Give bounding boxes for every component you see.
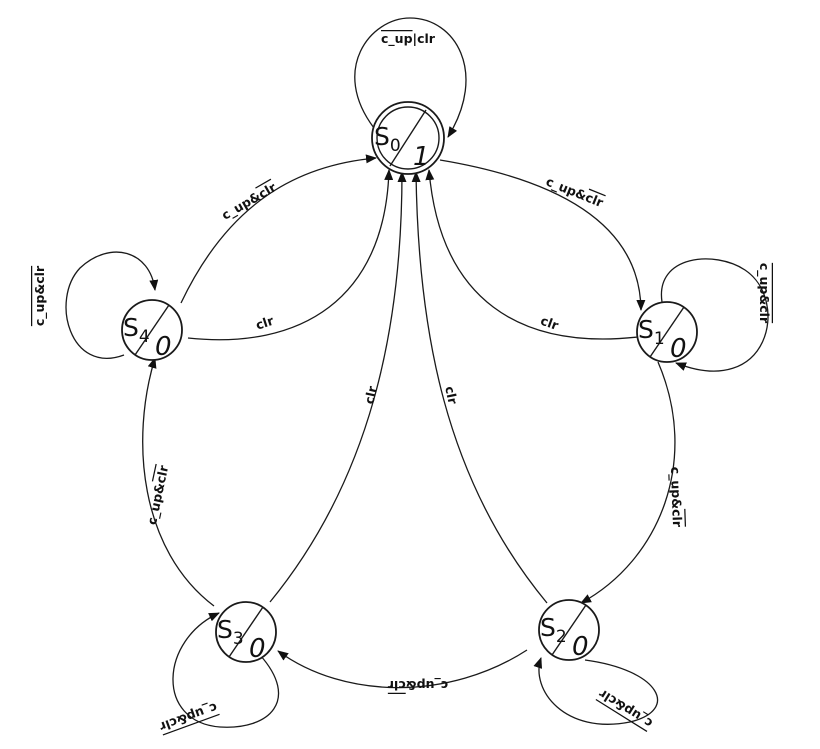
state-s3: S3 0 [215, 601, 277, 664]
label-s1-to-s0-clr: clr [539, 313, 562, 333]
label-segment: clr [669, 509, 685, 528]
state-s2-output: 0 [572, 632, 589, 662]
edge-s3-to-s0-clr [269, 171, 407, 603]
label-segment: c_up&clr [157, 699, 220, 735]
label-s2-to-s3: c_up&clr [387, 677, 448, 693]
state-s4-output: 0 [155, 332, 172, 362]
state-s2: S2 0 [538, 599, 600, 662]
state-s4: S4 0 [121, 299, 183, 362]
label-segment: clr [539, 313, 562, 333]
edge-s4-self-loop [65, 251, 159, 359]
state-s1-output: 0 [670, 334, 687, 364]
edge-s4-to-s0 [180, 154, 377, 304]
state-s3-output: 0 [249, 634, 266, 664]
label-segment: clr [254, 313, 276, 333]
label-segment: c_up& [406, 677, 449, 693]
edge-s1-to-s2 [580, 361, 676, 604]
label-s4-self: c_up&clr [32, 265, 48, 326]
state-s4-index: 4 [139, 327, 150, 347]
label-segment: c_up& [219, 188, 264, 223]
label-segment: | [413, 31, 418, 46]
svg-text:S0: S0 [374, 122, 401, 156]
state-s0: S0 1 [371, 101, 445, 175]
state-s1: S1 0 [636, 301, 698, 364]
label-segment: c_up&clr [32, 265, 48, 326]
label-s3-to-s0-clr: clr [361, 384, 380, 405]
svg-text:S3: S3 [217, 615, 244, 649]
label-s4-to-s0: c_up&clr [219, 179, 280, 223]
label-s0-self: c_up|clr [381, 31, 436, 47]
state-s3-letter: S [217, 615, 233, 644]
edge-s3-self-loop [172, 612, 280, 728]
state-s0-letter: S [374, 122, 390, 151]
label-segment: clr [442, 385, 461, 406]
state-s4-letter: S [123, 313, 139, 342]
label-segment: c_up& [144, 481, 168, 526]
edge-s1-to-s0-clr [425, 169, 639, 340]
state-s0-index: 0 [390, 136, 401, 156]
label-segment: c_up [381, 31, 413, 47]
edge-s2-to-s3 [277, 649, 528, 689]
label-s4-to-s0-clr: clr [254, 313, 276, 333]
svg-text:S4: S4 [123, 313, 150, 347]
svg-text:S2: S2 [540, 613, 567, 647]
edge-s4-to-s0-clr [187, 169, 394, 341]
label-s1-to-s2: c_up&clr [667, 466, 685, 528]
state-s3-index: 3 [233, 629, 244, 649]
edge-s1-self-loop [660, 258, 769, 372]
state-s1-index: 1 [654, 329, 665, 349]
edge-s0-to-s1 [439, 159, 646, 311]
label-s2-to-s0-clr: clr [442, 385, 461, 406]
label-segment: clr [387, 678, 406, 693]
state-s1-letter: S [638, 315, 654, 344]
edge-s0-self-loop [354, 17, 467, 138]
label-segment: c_up&clr [756, 263, 772, 324]
edge-s2-to-s0-clr [411, 171, 548, 604]
state-s0-output: 1 [413, 142, 430, 172]
label-segment: clr [361, 384, 380, 405]
edge-s2-self-loop [533, 657, 659, 725]
svg-text:S1: S1 [638, 315, 665, 349]
edge-s3-to-s4 [142, 357, 215, 607]
label-s3-self: c_up&clr [157, 699, 220, 735]
state-s2-index: 2 [556, 627, 567, 647]
label-segment: clr [417, 31, 436, 46]
state-s2-letter: S [540, 613, 556, 642]
label-segment: clr [583, 189, 606, 210]
label-segment: clr [153, 463, 172, 484]
label-segment: c_up& [667, 466, 684, 509]
label-s1-self: c_up&clr [756, 263, 772, 324]
